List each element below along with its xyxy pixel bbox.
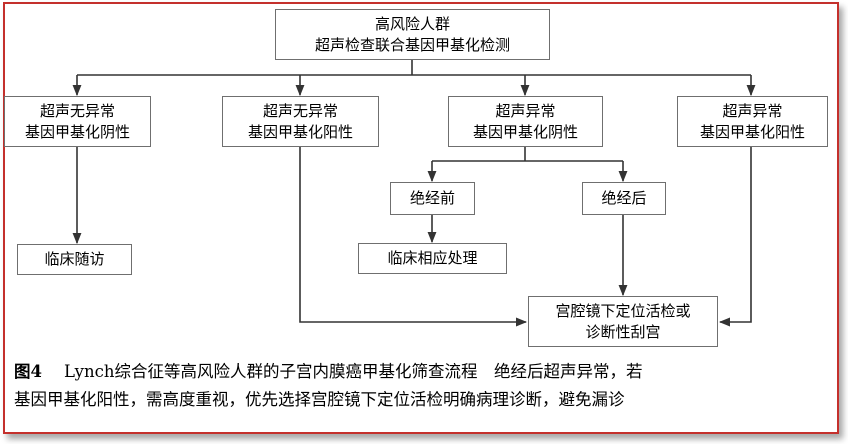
node-line: 超声无异常 [39,101,115,120]
node-line: 绝经前 [409,189,455,207]
node-us-normal-meth-positive: 超声无异常 基因甲基化阳性 [222,96,379,147]
node-line: 超声检查联合基因甲基化检测 [314,35,510,54]
arrow-abn-pos-to-hysteroscopy [718,147,752,327]
node-line: 临床相应处理 [387,249,478,267]
node-postmenopause: 绝经后 [582,182,666,215]
node-clinical-treatment: 临床相应处理 [358,243,507,274]
node-premenopause: 绝经前 [390,182,475,215]
node-line: 诊断性刮宫 [585,322,661,341]
figure-frame [3,2,839,434]
node-clinical-followup: 临床随访 [17,244,132,275]
node-line: 临床随访 [44,250,105,268]
node-line: 绝经后 [601,189,647,207]
node-hysteroscopy-biopsy: 宫腔镜下定位活检或 诊断性刮宫 [528,296,718,347]
node-line: 基因甲基化阴性 [472,122,578,141]
node-line: 超声异常 [722,101,783,120]
node-line: 基因甲基化阴性 [24,122,130,141]
node-line: 宫腔镜下定位活检或 [555,301,691,320]
node-line: 基因甲基化阳性 [699,122,805,141]
node-line: 高风险人群 [374,14,450,33]
node-us-abnormal-meth-negative: 超声异常 基因甲基化阴性 [448,96,603,147]
node-line: 超声异常 [495,101,556,120]
node-us-normal-meth-negative: 超声无异常 基因甲基化阴性 [4,96,151,147]
node-high-risk-population: 高风险人群 超声检查联合基因甲基化检测 [275,9,550,60]
node-line: 超声无异常 [262,101,338,120]
arrow-meth-pos-to-hysteroscopy [299,147,528,327]
caption-line: 图4 Lynch综合征等高风险人群的子宫内膜癌甲基化筛查流程 绝经后超声异常，若 [14,358,826,386]
caption-text: Lynch综合征等高风险人群的子宫内膜癌甲基化筛查流程 绝经后超声异常，若 [63,362,643,381]
node-line: 基因甲基化阳性 [247,122,353,141]
node-us-abnormal-meth-positive: 超声异常 基因甲基化阳性 [677,96,828,147]
caption-line: 基因甲基化阳性，需高度重视，优先选择宫腔镜下定位活检明确病理诊断，避免漏诊 [14,390,625,409]
figure-label: 图4 [14,362,42,381]
